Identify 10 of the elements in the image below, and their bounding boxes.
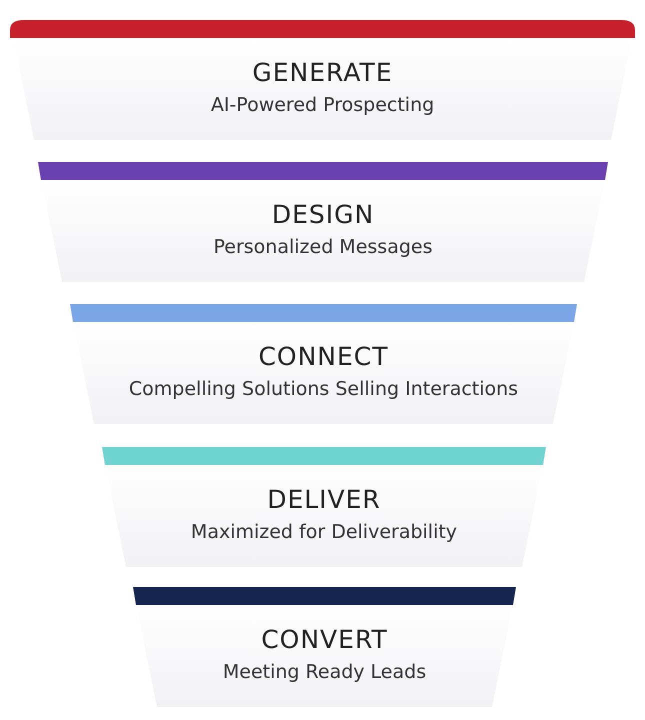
- stage-title: GENERATE: [252, 58, 393, 87]
- stage-description: Meeting Ready Leads: [222, 661, 426, 683]
- stage-description: Compelling Solutions Selling Interactions: [128, 378, 518, 400]
- stage-title: DESIGN: [272, 200, 374, 229]
- stage-description: Personalized Messages: [214, 236, 432, 258]
- stage-title: CONVERT: [261, 625, 388, 654]
- stage-title: CONNECT: [258, 342, 389, 371]
- stage-title: DELIVER: [267, 485, 381, 514]
- stage-description: Maximized for Deliverability: [190, 521, 458, 543]
- stage-description: AI-Powered Prospecting: [210, 94, 434, 116]
